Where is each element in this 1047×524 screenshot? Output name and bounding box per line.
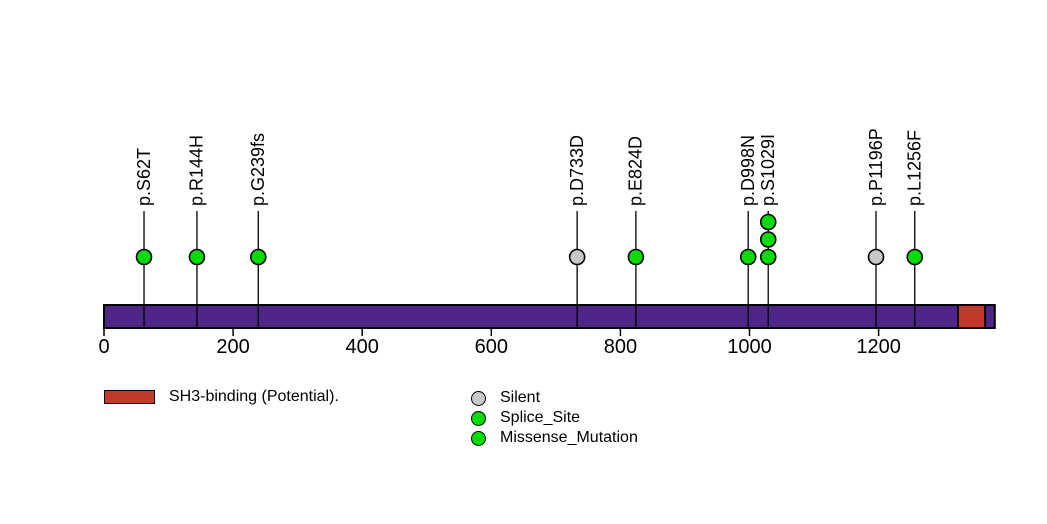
mutation-marker	[759, 213, 777, 231]
splice-site-legend-dot	[471, 410, 486, 426]
protein-backbone-bar	[103, 304, 996, 329]
x-axis-tick-label: 200	[216, 336, 249, 358]
mutation-marker	[739, 248, 757, 266]
mutation-marker	[188, 248, 206, 266]
mutation-label: p.R144H	[187, 135, 207, 206]
x-axis-tick-label: 1000	[727, 336, 772, 358]
mutation-marker	[249, 248, 267, 266]
legend-row-splice-site: Splice_Site	[471, 408, 638, 428]
missense-legend-label: Missense_Mutation	[500, 429, 638, 446]
mutation-marker	[627, 248, 645, 266]
mutation-label: p.S1029I	[758, 134, 778, 206]
domain-legend-label: SH3-binding (Potential).	[169, 388, 339, 405]
mutation-label: p.P1196P	[866, 128, 886, 206]
domain-legend: SH3-binding (Potential).	[104, 388, 339, 406]
legend-row-silent: Silent	[471, 388, 638, 408]
x-axis-tick-label: 400	[346, 336, 379, 358]
mutation-marker	[867, 248, 885, 266]
mutation-label: p.E824D	[626, 136, 646, 206]
mutation-marker	[759, 231, 777, 248]
legend-row-missense-mutation: Missense_Mutation	[471, 428, 638, 448]
x-axis-tick-label: 1200	[856, 336, 901, 358]
protein-domain-sh3-binding	[956, 304, 987, 329]
mutation-label: p.D733D	[567, 135, 587, 206]
splice-site-legend-label: Splice_Site	[500, 409, 581, 426]
missense-legend-dot	[471, 430, 486, 446]
x-axis-tick-label: 600	[475, 336, 508, 358]
mutation-marker	[906, 248, 924, 266]
mutation-label: p.S62T	[134, 148, 154, 206]
x-axis-tick-label: 800	[604, 336, 637, 358]
x-axis-tick-label: 0	[98, 336, 109, 358]
mutation-marker	[135, 248, 153, 266]
mutation-label: p.D998N	[738, 135, 758, 206]
domain-color-swatch	[104, 390, 155, 404]
silent-legend-dot	[471, 390, 486, 406]
mutation-label: p.L1256F	[905, 130, 925, 206]
mutation-label: p.G239fs	[248, 133, 268, 206]
mutation-marker	[568, 248, 586, 266]
mutation-class-legend: Silent Splice_Site Missense_Mutation	[471, 388, 638, 448]
silent-legend-label: Silent	[500, 389, 541, 406]
mutation-marker	[759, 248, 777, 266]
